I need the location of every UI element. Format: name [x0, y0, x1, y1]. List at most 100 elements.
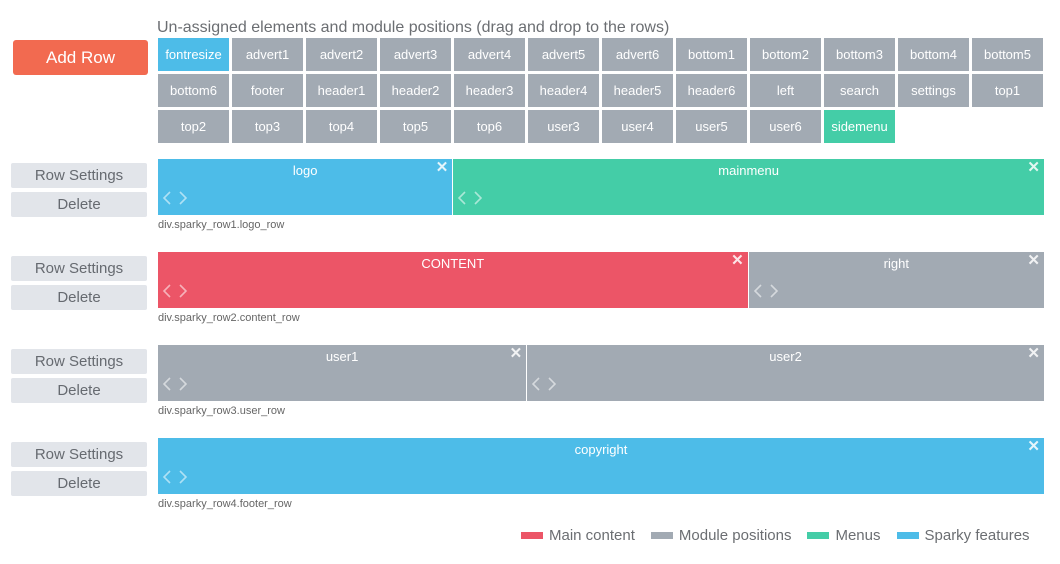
delete-row-button[interactable]: Delete	[11, 378, 147, 403]
pool-item-top1[interactable]: top1	[972, 74, 1043, 107]
pool-item-bottom4[interactable]: bottom4	[898, 38, 969, 71]
cell-label: copyright	[574, 442, 628, 457]
pool-item-bottom3[interactable]: bottom3	[824, 38, 895, 71]
close-icon[interactable]: ✕	[509, 345, 523, 362]
chevron-right-icon[interactable]	[769, 284, 779, 298]
pool-item-header3[interactable]: header3	[454, 74, 525, 107]
resize-controls	[162, 470, 188, 484]
pool-item-bottom5[interactable]: bottom5	[972, 38, 1043, 71]
row-cell-user1[interactable]: user1 ✕	[158, 345, 528, 401]
legend-label: Sparky features	[924, 527, 1030, 544]
pool-item-header5[interactable]: header5	[602, 74, 673, 107]
chevron-left-icon[interactable]	[162, 284, 172, 298]
pool-item-bottom2[interactable]: bottom2	[750, 38, 821, 71]
chevron-right-icon[interactable]	[178, 470, 188, 484]
row-cell-logo[interactable]: logo ✕	[158, 159, 454, 215]
resize-controls	[753, 284, 779, 298]
add-row-button[interactable]: Add Row	[13, 40, 148, 75]
row-cell-user2[interactable]: user2 ✕	[527, 345, 1044, 401]
pool-item-header6[interactable]: header6	[676, 74, 747, 107]
chevron-right-icon[interactable]	[178, 191, 188, 205]
row-settings-button[interactable]: Row Settings	[11, 256, 147, 281]
row-class-label: div.sparky_row1.logo_row	[158, 219, 285, 231]
row-class-label: div.sparky_row3.user_row	[158, 405, 285, 417]
cell-label: user1	[325, 349, 359, 364]
chevron-left-icon[interactable]	[531, 377, 541, 391]
pool-item-user5[interactable]: user5	[676, 110, 747, 143]
pool-item-header1[interactable]: header1	[306, 74, 377, 107]
pool-item-header2[interactable]: header2	[380, 74, 451, 107]
chevron-left-icon[interactable]	[162, 470, 172, 484]
chevron-right-icon[interactable]	[547, 377, 557, 391]
legend-label: Module positions	[678, 527, 792, 544]
legend-swatch	[650, 532, 673, 539]
row-settings-button[interactable]: Row Settings	[11, 442, 147, 467]
close-icon[interactable]: ✕	[1027, 438, 1040, 455]
pool-item-top6[interactable]: top6	[454, 110, 525, 143]
row-cell-right[interactable]: right✕	[748, 252, 1044, 308]
resize-controls	[162, 284, 188, 298]
pool-item-header4[interactable]: header4	[528, 74, 599, 107]
layout-row: CONTENT✕right✕	[158, 252, 1044, 308]
layout-row: copyright ✕	[158, 438, 1044, 494]
close-icon[interactable]: ✕	[1027, 345, 1040, 362]
legend-item: Module positions	[650, 527, 792, 544]
delete-row-button[interactable]: Delete	[11, 471, 147, 496]
row-settings-button[interactable]: Row Settings	[11, 163, 147, 188]
cell-label: logo	[292, 163, 318, 178]
row-cell-copyright[interactable]: copyright ✕	[158, 438, 1044, 494]
pool-item-advert2[interactable]: advert2	[306, 38, 377, 71]
close-icon[interactable]: ✕	[1027, 252, 1040, 269]
chevron-left-icon[interactable]	[457, 191, 467, 205]
close-icon[interactable]: ✕	[1027, 159, 1040, 176]
pool-item-top2[interactable]: top2	[158, 110, 229, 143]
layout-row: logo ✕ mainmenu ✕	[158, 159, 1044, 215]
pool-item-advert1[interactable]: advert1	[232, 38, 303, 71]
pool-item-top3[interactable]: top3	[232, 110, 303, 143]
legend-swatch	[896, 532, 919, 539]
legend-item: Menus	[807, 527, 881, 544]
resize-controls	[162, 191, 188, 205]
chevron-left-icon[interactable]	[162, 377, 172, 391]
chevron-left-icon[interactable]	[753, 284, 763, 298]
pool-item-bottom6[interactable]: bottom6	[158, 74, 229, 107]
chevron-right-icon[interactable]	[178, 284, 188, 298]
pool-item-settings[interactable]: settings	[898, 74, 969, 107]
chevron-right-icon[interactable]	[473, 191, 483, 205]
cell-label: user2	[769, 349, 802, 364]
legend-label: Main content	[549, 527, 635, 544]
row-settings-button[interactable]: Row Settings	[11, 349, 147, 374]
pool-item-user4[interactable]: user4	[602, 110, 673, 143]
pool-item-sidemenu[interactable]: sidemenu	[824, 110, 895, 143]
close-icon[interactable]: ✕	[731, 252, 744, 269]
pool-item-footer[interactable]: footer	[232, 74, 303, 107]
pool-item-bottom1[interactable]: bottom1	[676, 38, 747, 71]
delete-row-button[interactable]: Delete	[11, 192, 147, 217]
pool-item-fontresize[interactable]: fontresize	[158, 38, 229, 71]
legend-item: Sparky features	[896, 527, 1030, 544]
pool-item-advert4[interactable]: advert4	[454, 38, 525, 71]
row-cell-mainmenu[interactable]: mainmenu ✕	[453, 159, 1044, 215]
resize-controls	[162, 377, 188, 391]
pool-item-advert5[interactable]: advert5	[528, 38, 599, 71]
delete-row-button[interactable]: Delete	[11, 285, 147, 310]
legend-item: Main content	[521, 527, 635, 544]
pool-item-advert3[interactable]: advert3	[380, 38, 451, 71]
cell-label: mainmenu	[718, 163, 779, 178]
pool-item-advert6[interactable]: advert6	[602, 38, 673, 71]
pool-item-user3[interactable]: user3	[528, 110, 599, 143]
close-icon[interactable]: ✕	[435, 159, 449, 176]
legend-swatch	[521, 532, 543, 539]
row-cell-content[interactable]: CONTENT✕	[158, 252, 749, 308]
chevron-left-icon[interactable]	[162, 191, 172, 205]
pool-item-user6[interactable]: user6	[750, 110, 821, 143]
pool-item-search[interactable]: search	[824, 74, 895, 107]
pool-item-left[interactable]: left	[750, 74, 821, 107]
legend-label: Menus	[835, 527, 881, 544]
pool-item-top4[interactable]: top4	[306, 110, 377, 143]
chevron-right-icon[interactable]	[178, 377, 188, 391]
pool-item-top5[interactable]: top5	[380, 110, 451, 143]
legend-swatch	[807, 532, 830, 539]
